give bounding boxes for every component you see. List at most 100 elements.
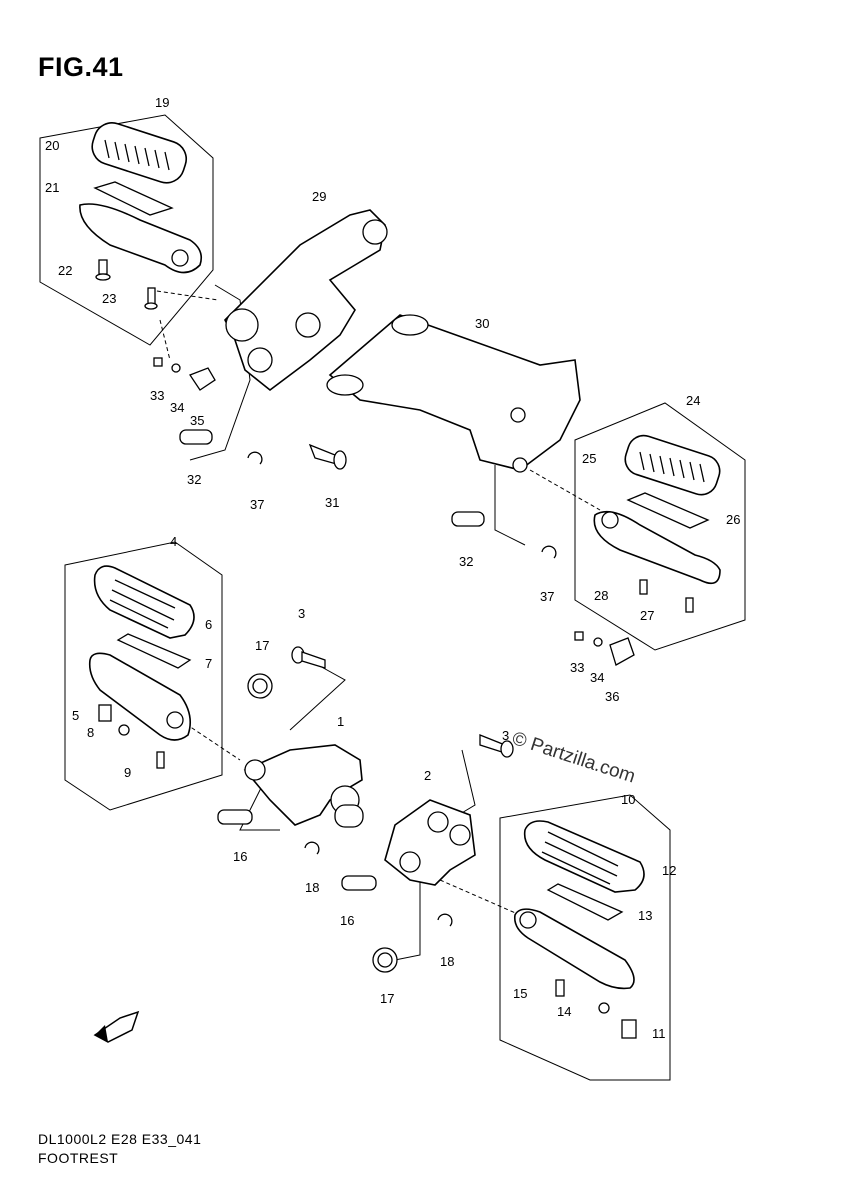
- callout: 34: [590, 670, 604, 685]
- leader-1-16: [239, 769, 280, 831]
- part-7-plate: [116, 633, 192, 669]
- part-16-pin-right: [341, 875, 377, 891]
- part-17-spring: [247, 673, 273, 699]
- callout: 18: [305, 880, 319, 895]
- part-17-spring-right: [372, 947, 398, 973]
- part-15-bolt: [555, 979, 565, 997]
- leader-29-35: [189, 284, 251, 461]
- callout: 3: [502, 728, 509, 743]
- group-box-10: [499, 794, 671, 1081]
- part-31-bolt: [308, 443, 347, 470]
- part-26-plate: [626, 492, 710, 529]
- part-6-rubber: [93, 565, 195, 639]
- figure-title: FIG.41: [38, 52, 124, 82]
- part-4-footrest: [88, 652, 191, 741]
- part-12-rubber: [523, 820, 645, 893]
- part-33-nut: [153, 357, 163, 367]
- callout: 14: [557, 1004, 571, 1019]
- model-code: DL1000L2 E28 E33_041: [38, 1131, 202, 1147]
- callout: 10: [621, 792, 635, 807]
- part-3-bolt-right: [479, 734, 514, 758]
- callout: 13: [638, 908, 652, 923]
- callout: 8: [87, 725, 94, 740]
- part-28-bolt: [639, 579, 648, 595]
- part-22-bolt: [95, 259, 111, 281]
- callout: 33: [570, 660, 584, 675]
- part-13-plate: [546, 883, 624, 921]
- callout: 2: [424, 768, 431, 783]
- part-18-clip-right: [437, 913, 453, 927]
- callout: 35: [190, 413, 204, 428]
- callout: 15: [513, 986, 527, 1001]
- callout: 23: [102, 291, 116, 306]
- part-24-footrest: [593, 510, 721, 585]
- part-18-clip: [304, 841, 320, 855]
- part-2-bracket: [384, 799, 476, 886]
- callout: 12: [662, 863, 676, 878]
- callout: 32: [187, 472, 201, 487]
- leader-3-1: [289, 664, 346, 731]
- part-10-footrest: [513, 908, 635, 990]
- group-box-19: [39, 114, 214, 346]
- callout: 25: [582, 451, 596, 466]
- part-34-washer-right: [593, 637, 603, 647]
- group-box-4: [64, 541, 223, 811]
- part-5-bolt: [98, 704, 112, 722]
- callout: 34: [170, 400, 184, 415]
- dashed-line-c: [529, 469, 601, 511]
- group-box-24: [574, 402, 746, 651]
- callout: 6: [205, 617, 212, 632]
- callout: 1: [337, 714, 344, 729]
- part-34-washer: [171, 363, 181, 373]
- callout: 22: [58, 263, 72, 278]
- part-11-bolt: [621, 1019, 637, 1039]
- callout: 16: [340, 913, 354, 928]
- callout: 27: [640, 608, 654, 623]
- callout: 11: [652, 1026, 666, 1041]
- part-14-washer: [598, 1002, 610, 1014]
- callout: 26: [726, 512, 740, 527]
- callout: 30: [475, 316, 489, 331]
- callout: 33: [150, 388, 164, 403]
- dashed-line-e: [439, 879, 521, 916]
- part-16-pin: [217, 809, 253, 825]
- callout: 31: [325, 495, 339, 510]
- callout: 7: [205, 656, 212, 671]
- callout: 4: [170, 534, 177, 549]
- part-20-rubber: [91, 122, 187, 184]
- part-37-clip: [247, 451, 263, 465]
- dashed-line-d: [179, 719, 241, 761]
- callout: 36: [605, 689, 619, 704]
- part-30-bracket: [326, 314, 581, 473]
- part-27-bolt: [685, 597, 694, 613]
- callout: 24: [686, 393, 700, 408]
- fwd-arrow-icon: [93, 1010, 140, 1043]
- callout: 29: [312, 189, 326, 204]
- leader-2-18: [394, 870, 421, 961]
- leader-30-37: [494, 465, 526, 546]
- callout: 17: [255, 638, 269, 653]
- part-9-bolt: [156, 751, 165, 769]
- callout: 5: [72, 708, 79, 723]
- callout: 19: [155, 95, 169, 110]
- part-32-pin: [179, 429, 213, 445]
- part-36-plate: [609, 637, 635, 666]
- callout: 37: [540, 589, 554, 604]
- callout: 21: [45, 180, 59, 195]
- part-21-plate: [93, 181, 174, 216]
- callout: 3: [298, 606, 305, 621]
- part-33-nut-right: [574, 631, 584, 641]
- part-35-plate: [189, 367, 216, 391]
- callout: 9: [124, 765, 131, 780]
- figure-name: FOOTREST: [38, 1150, 119, 1166]
- callout: 20: [45, 138, 59, 153]
- part-37-clip-right: [541, 545, 557, 559]
- callout: 32: [459, 554, 473, 569]
- callout: 17: [380, 991, 394, 1006]
- dashed-line-a: [149, 289, 219, 301]
- part-1-bracket: [243, 744, 364, 828]
- part-19-footrest: [79, 203, 203, 274]
- part-23-bolt: [144, 287, 158, 310]
- callout-labels: 19 20 21 22 23 33 34 35 32 37 29 30 31 2…: [45, 95, 740, 1041]
